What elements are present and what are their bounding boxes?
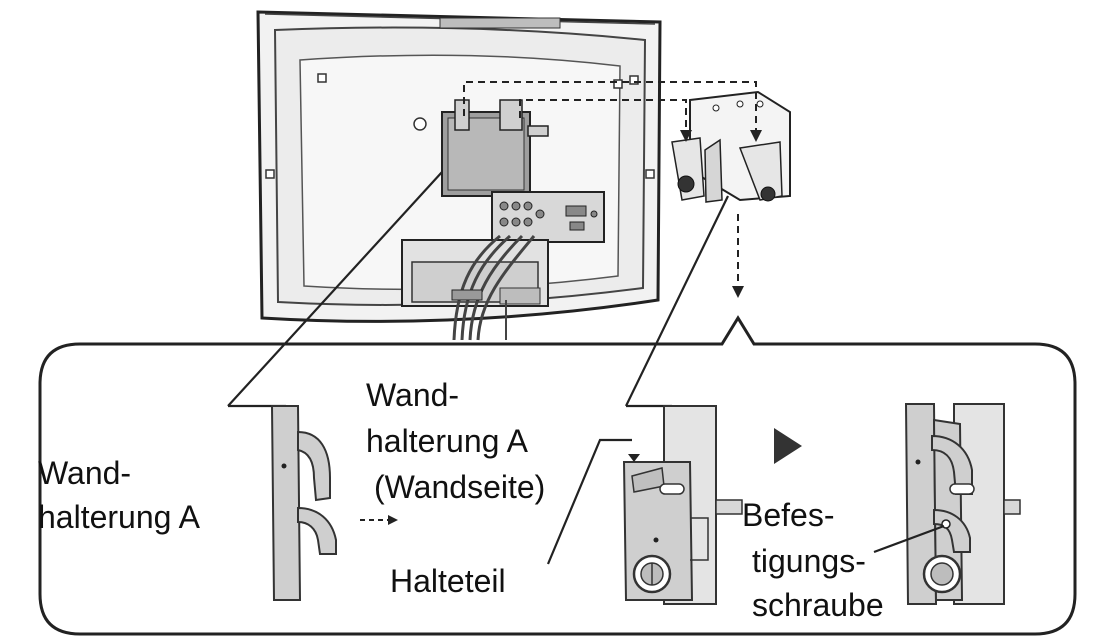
label-screw-line1: Befes- xyxy=(742,497,834,533)
move-arrow xyxy=(360,515,398,525)
label-bracket-a-line2: halterung A xyxy=(38,499,201,535)
leader-line-screw xyxy=(873,524,945,554)
leader-line-holder xyxy=(546,438,632,565)
wall-side-bracket-step2 xyxy=(904,403,1021,605)
label-screw-line2: tigungs- xyxy=(752,543,866,579)
label-bracket-wall-line2: halterung A xyxy=(366,423,529,459)
leader-line-bracket-a xyxy=(227,171,443,407)
tv-rear-view xyxy=(256,10,662,341)
bracket-a-hook xyxy=(270,405,337,601)
leader-line-bracket-wall xyxy=(625,195,729,407)
label-bracket-wall-line1: Wand- xyxy=(366,377,459,413)
step-arrow xyxy=(774,428,802,464)
wall-side-bracket-step1 xyxy=(622,405,743,605)
dashed-assembly-arrows xyxy=(463,81,762,298)
label-screw-line3: schraube xyxy=(752,587,884,623)
wall-bracket-3d xyxy=(671,90,791,203)
label-bracket-wall-line3: (Wandseite) xyxy=(374,469,545,505)
label-bracket-a-line1: Wand- xyxy=(38,455,131,491)
label-holder: Halteteil xyxy=(390,563,506,599)
